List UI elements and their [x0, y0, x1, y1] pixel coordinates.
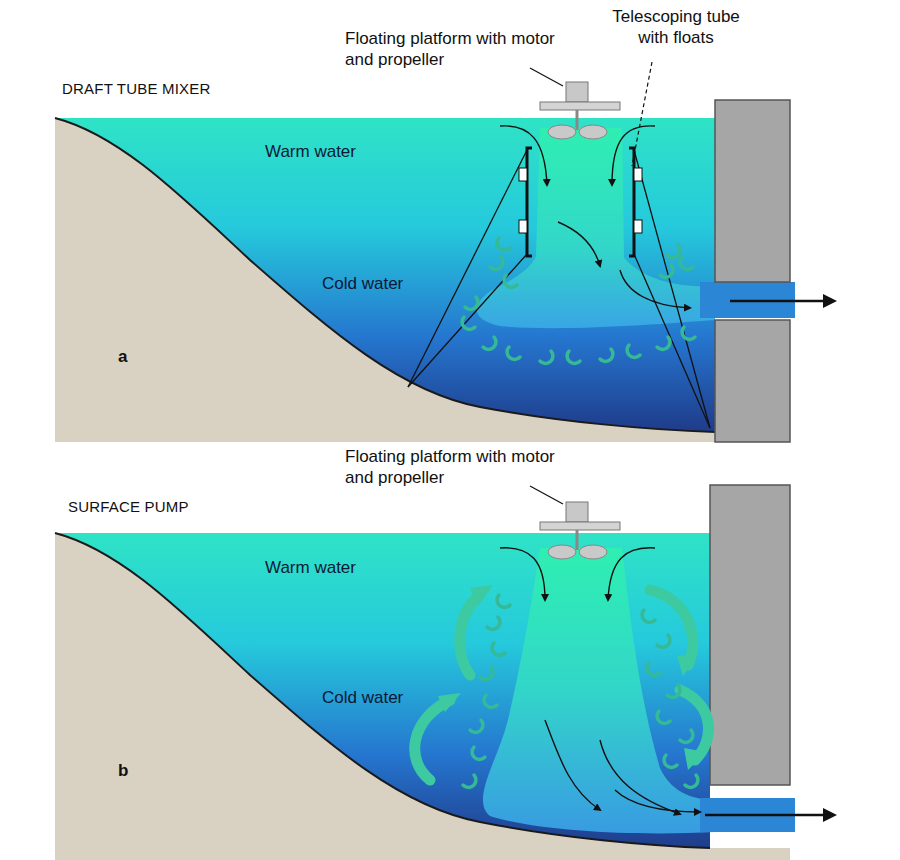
eddy-curl	[504, 275, 517, 287]
telescoping-tube	[527, 148, 634, 256]
panel-title: SURFACE PUMP	[68, 498, 189, 517]
eddy-curl	[483, 337, 496, 349]
callout-label: Floating platform with motor and propell…	[345, 28, 555, 71]
water-jet	[477, 128, 715, 328]
eddy-curl	[667, 245, 680, 257]
eddy-curl	[657, 635, 670, 647]
eddy-curl	[492, 643, 505, 655]
turbulence	[462, 238, 695, 363]
eddy-curl	[680, 257, 693, 269]
eddy-curl	[463, 775, 476, 787]
eddy-curl	[480, 667, 493, 679]
anchor-cables	[408, 150, 710, 428]
eddy-curl	[487, 617, 500, 629]
eddy-curl	[470, 720, 483, 732]
flow-arrows	[500, 548, 700, 814]
dam-wall	[715, 320, 790, 442]
circulation-arrows	[415, 590, 709, 780]
dam-wall	[715, 100, 790, 282]
flow-arrows	[500, 126, 690, 308]
outflow-arrow	[730, 300, 833, 303]
zone-label: Warm water	[265, 141, 356, 162]
eddy-curl	[660, 265, 673, 277]
zone-label: Warm water	[265, 557, 356, 578]
callout-label: Floating platform with motor and propell…	[345, 446, 555, 489]
leader-line	[632, 62, 652, 166]
water-jet	[483, 548, 715, 833]
panel-title: DRAFT TUBE MIXER	[62, 80, 211, 99]
eddy-curl	[685, 775, 698, 787]
eddy-curl	[462, 317, 475, 329]
leader-line	[530, 486, 563, 504]
panel-letter: b	[118, 760, 128, 781]
panel-b	[55, 485, 833, 860]
eddy-curl	[682, 327, 695, 339]
eddy-curl	[465, 297, 478, 309]
eddy-curl	[507, 347, 520, 359]
eddy-curl	[664, 755, 677, 767]
eddy-curl	[680, 730, 693, 742]
dam-wall	[710, 485, 790, 785]
floating-platform	[540, 82, 620, 139]
tube-floats	[519, 168, 642, 233]
eddy-curl	[627, 345, 640, 357]
eddy-curl	[657, 711, 670, 723]
leader-line	[530, 68, 563, 86]
eddy-curl	[490, 257, 503, 269]
floating-platform	[540, 502, 620, 559]
reservoir-bank	[55, 533, 790, 860]
panel-a	[55, 62, 833, 442]
turbulence	[463, 595, 698, 787]
zone-label: Cold water	[322, 273, 403, 294]
eddy-curl	[647, 663, 660, 675]
eddy-curl	[472, 747, 485, 759]
bank-line	[55, 118, 715, 432]
panel-letter: a	[118, 346, 127, 367]
eddy-curl	[497, 595, 510, 607]
eddy-curl	[540, 351, 553, 363]
outflow-arrow	[705, 814, 833, 817]
circulation-arrowheads	[438, 585, 706, 770]
eddy-curl	[642, 610, 655, 622]
eddy-curl	[484, 695, 497, 707]
eddy-curl	[567, 351, 580, 363]
zone-label: Cold water	[322, 687, 403, 708]
reservoir-bank	[55, 118, 715, 442]
eddy-curl	[497, 238, 510, 250]
callout-label: Telescoping tube with floats	[606, 6, 746, 49]
eddy-curl	[657, 337, 670, 349]
eddy-curl	[667, 685, 680, 697]
eddy-curl	[600, 349, 613, 361]
